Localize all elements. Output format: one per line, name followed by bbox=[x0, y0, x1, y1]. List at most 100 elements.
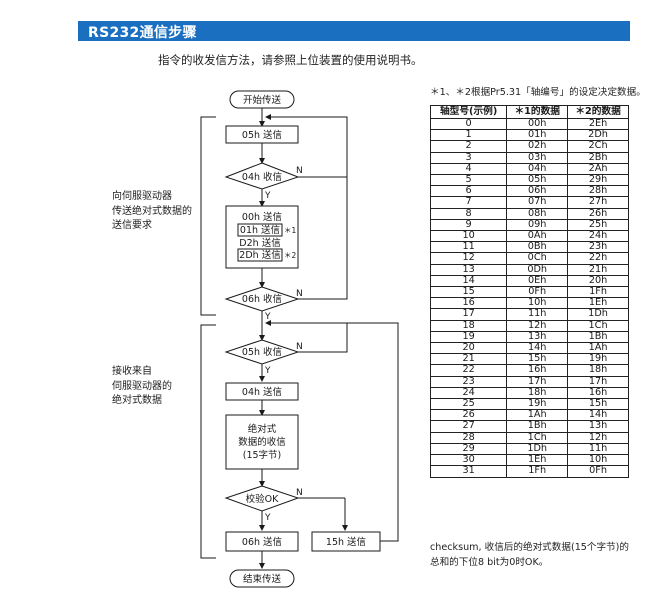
table-cell: 1Ah bbox=[567, 342, 629, 355]
table-cell: 0Eh bbox=[506, 274, 569, 288]
table-cell: 17h bbox=[506, 375, 569, 388]
table-cell: 10 bbox=[429, 230, 508, 243]
recv-04h-label: 04h 收信 bbox=[242, 171, 282, 183]
table-header-row: 轴型号(示例) ＊1的数据 ＊2的数据 bbox=[429, 105, 629, 119]
table-cell: 16h bbox=[506, 364, 569, 377]
abs-line2: 数据的收信 bbox=[238, 436, 286, 448]
mark-1: ＊1 bbox=[284, 226, 296, 235]
send-2dh-label: 2Dh 送信 bbox=[239, 249, 280, 261]
table-cell: 02h bbox=[506, 140, 569, 153]
table-cell: 20h bbox=[567, 274, 629, 288]
side-note-receive-line: 伺服驱动器的 bbox=[112, 380, 172, 392]
table-cell: 1Ch bbox=[567, 319, 629, 332]
checksum-no: N bbox=[296, 488, 303, 498]
recv-04h-yes: Y bbox=[264, 191, 271, 201]
send-06h-box bbox=[225, 531, 299, 552]
recv-06h-label: 06h 收信 bbox=[242, 293, 282, 305]
recv-04h-decision bbox=[224, 162, 300, 190]
side-note-receive-line: 接收来自 bbox=[112, 366, 152, 377]
table-cell: 00h bbox=[506, 117, 569, 131]
table-cell: 1Fh bbox=[567, 286, 629, 299]
table-cell: 15 bbox=[429, 286, 508, 299]
side-note-receive: 接收来自 伺服驱动器的 绝对式数据 bbox=[112, 365, 172, 409]
table-cell: 1Bh bbox=[567, 330, 629, 344]
table-cell: 6 bbox=[429, 185, 508, 198]
recv-06h-yes: Y bbox=[264, 312, 271, 322]
table-cell: 1Dh bbox=[567, 308, 629, 321]
table-cell: 04h bbox=[506, 162, 569, 176]
table-cell: 24 bbox=[429, 386, 508, 400]
side-note-request-line: 传送绝对式数据的 bbox=[112, 205, 192, 217]
header-data-2: ＊2的数据 bbox=[567, 105, 629, 119]
table-cell: 11h bbox=[506, 308, 569, 321]
table-cell: 21 bbox=[429, 353, 508, 366]
section-title: RS232通信步骤 bbox=[88, 25, 197, 41]
bracket-request bbox=[200, 116, 216, 316]
table-cell: 7 bbox=[429, 196, 508, 209]
table-cell: 1Bh bbox=[506, 420, 569, 433]
table-cell: 0Fh bbox=[567, 465, 629, 478]
table-cell: 10h bbox=[567, 454, 629, 467]
table-cell: 27h bbox=[567, 196, 629, 209]
table-cell: 14h bbox=[506, 342, 569, 355]
checksum-note: checksum, 收信后的绝对式数据(15个字节)的总和的下位8 bit为0时… bbox=[430, 542, 630, 568]
send-15h-label: 15h 送信 bbox=[326, 536, 366, 548]
side-note-request-line: 送信要求 bbox=[112, 220, 152, 231]
table-cell: 19 bbox=[429, 330, 508, 344]
header-axis-model: 轴型号(示例) bbox=[429, 105, 508, 119]
end-label: 结束传送 bbox=[243, 573, 282, 585]
table-cell: 1Eh bbox=[567, 297, 629, 310]
table-cell: 0Ah bbox=[506, 230, 569, 243]
checksum-yes: Y bbox=[264, 513, 271, 523]
table-cell: 23 bbox=[429, 375, 508, 388]
side-note-request-line: 向伺服驱动器 bbox=[112, 191, 172, 202]
table-cell: 17h bbox=[567, 375, 629, 388]
send-d2h-label: D2h 送信 bbox=[239, 237, 280, 249]
table-cell: 1Fh bbox=[506, 465, 569, 478]
table-cell: 2Dh bbox=[567, 129, 629, 142]
table-cell: 9 bbox=[429, 218, 508, 232]
table-cell: 26h bbox=[567, 207, 629, 220]
send-2dh-frame bbox=[237, 248, 283, 262]
send-00h-label: 00h 送信 bbox=[242, 211, 282, 223]
send-05h-label: 05h 送信 bbox=[242, 129, 282, 141]
send-04h-box bbox=[225, 382, 299, 401]
section-title-bar: RS232通信步骤 bbox=[78, 21, 630, 41]
table-cell: 25h bbox=[567, 218, 629, 232]
table-cell: 3 bbox=[429, 151, 508, 164]
table-cell: 12h bbox=[506, 319, 569, 332]
table-cell: 10h bbox=[506, 297, 569, 310]
table-cell: 05h bbox=[506, 174, 569, 187]
table-cell: 09h bbox=[506, 218, 569, 232]
side-note-receive-line: 绝对式数据 bbox=[112, 395, 162, 406]
table-cell: 4 bbox=[429, 162, 508, 176]
recv-05h-yes: Y bbox=[264, 366, 271, 376]
table-cell: 1Dh bbox=[506, 442, 569, 456]
table-cell: 27 bbox=[429, 420, 508, 433]
abs-line3: (15字节) bbox=[243, 449, 282, 461]
table-cell: 31 bbox=[429, 465, 508, 478]
table-cell: 18h bbox=[506, 386, 569, 400]
table-cell: 08h bbox=[506, 207, 569, 220]
